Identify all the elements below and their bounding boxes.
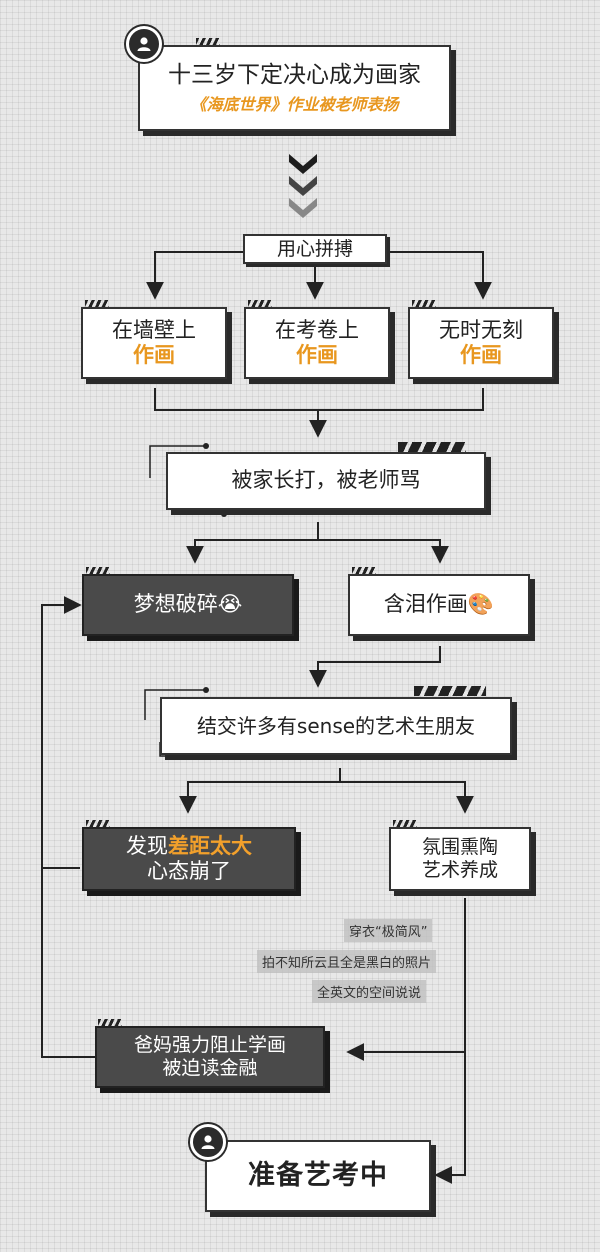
note-clothing: 穿衣“极简风”	[344, 919, 433, 942]
user-avatar-icon	[126, 26, 162, 62]
decor-stripes	[393, 820, 417, 828]
chevron-down-icon	[289, 154, 317, 218]
person-icon	[137, 37, 151, 51]
place-box-wall: 在墙壁上 作画	[81, 307, 227, 379]
decor-stripes	[398, 442, 466, 452]
place-line2: 作画	[460, 343, 502, 367]
punished-label: 被家长打，被老师骂	[231, 468, 421, 493]
note-photos: 拍不知所云且全是黑白的照片	[257, 950, 437, 973]
effort-label: 用心拼搏	[276, 237, 353, 260]
blocked-line1: 爸妈强力阻止学画	[133, 1034, 286, 1057]
note-posts: 全英文的空间说说	[312, 980, 427, 1003]
effort-box: 用心拼搏	[243, 234, 387, 264]
gap-highlight: 差距太大	[168, 833, 252, 858]
person-icon	[201, 1135, 215, 1149]
dream-broken-box: 梦想破碎 😭	[82, 574, 294, 636]
cultivate-line2: 艺术养成	[421, 859, 498, 881]
place-line1: 在墙壁上	[112, 317, 196, 342]
decor-stripes	[412, 300, 436, 308]
final-box: 准备艺考中	[205, 1140, 431, 1212]
decor-stripes	[352, 567, 376, 575]
decor-stripes	[86, 820, 110, 828]
gap-line2: 心态崩了	[147, 859, 231, 883]
punished-box: 被家长打，被老师骂	[166, 452, 486, 510]
friends-label: 结交许多有sense的艺术生朋友	[196, 714, 476, 738]
decor-stripes	[196, 38, 220, 46]
blocked-box: 爸妈强力阻止学画 被迫读金融	[95, 1026, 325, 1088]
user-avatar-icon	[190, 1124, 226, 1160]
start-title: 十三岁下定决心成为画家	[168, 61, 421, 88]
gap-prefix: 发现	[126, 833, 168, 858]
place-line2: 作画	[133, 343, 175, 367]
place-box-anytime: 无时无刻 作画	[408, 307, 554, 379]
cultivate-box: 氛围熏陶 艺术养成	[389, 827, 531, 891]
decor-stripes	[414, 686, 486, 696]
decor-stripes	[248, 300, 272, 308]
tearful-label: 含泪作画	[383, 592, 468, 617]
decor-stripes	[98, 1019, 122, 1027]
palette-icon: 🎨	[467, 592, 495, 617]
cultivate-line1: 氛围熏陶	[421, 836, 498, 859]
blocked-line2: 被迫读金融	[162, 1057, 258, 1079]
dream-broken-label: 梦想破碎	[133, 592, 218, 617]
place-line1: 无时无刻	[439, 317, 523, 342]
place-line1: 在考卷上	[275, 317, 359, 342]
crying-face-icon: 😭	[217, 592, 243, 617]
place-line2: 作画	[296, 343, 338, 367]
start-subtitle: 《海底世界》作业被老师表扬	[190, 95, 399, 115]
place-box-exam: 在考卷上 作画	[244, 307, 390, 379]
final-label: 准备艺考中	[248, 1159, 388, 1191]
start-box: 十三岁下定决心成为画家 《海底世界》作业被老师表扬	[138, 45, 451, 131]
decor-stripes	[85, 300, 109, 308]
friends-box: 结交许多有sense的艺术生朋友	[160, 697, 512, 755]
tearful-box: 含泪作画 🎨	[348, 574, 530, 636]
decor-stripes	[86, 567, 110, 575]
gap-box: 发现差距太大 心态崩了	[82, 827, 296, 891]
